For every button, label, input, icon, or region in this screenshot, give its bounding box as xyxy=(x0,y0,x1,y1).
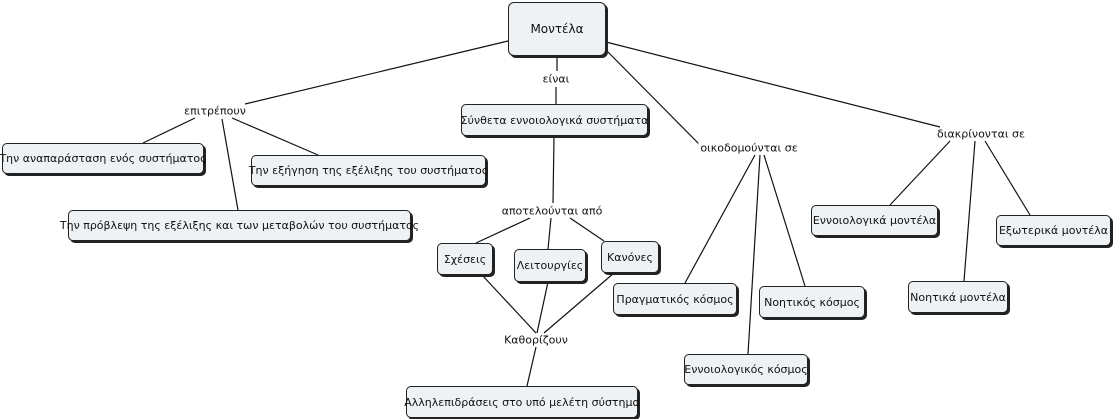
concept-exigisi[interactable]: Την εξήγηση της εξέλιξης του συστήματος xyxy=(248,155,489,186)
edge-root-diakrinontai xyxy=(605,41,941,128)
edge-kathorizoun-allilepidraseis xyxy=(526,346,537,387)
concept-sxeseis[interactable]: Σχέσεις xyxy=(437,243,493,275)
link-oikodomountai: οικοδομούνται σε xyxy=(698,141,800,155)
concept-label: Αλληλεπιδράσεις στο υπό μελέτη σύστημα xyxy=(404,395,640,409)
concept-exoterika-montela[interactable]: Εξωτερικά μοντέλα xyxy=(996,215,1111,246)
link-kathorizoun: Καθορίζουν xyxy=(502,333,570,347)
edge-root-oikodomountai xyxy=(605,49,701,146)
concept-label: Εννοιολογικός κόσμος xyxy=(684,363,808,376)
concept-noitika-montela[interactable]: Νοητικά μοντέλα xyxy=(908,281,1008,313)
concept-label: Εξωτερικά μοντέλα xyxy=(998,224,1108,237)
link-apoteloun: αποτελούνται από xyxy=(499,204,605,218)
concept-label: Νοητικός κόσμος xyxy=(764,295,860,309)
concept-label: Κανόνες xyxy=(607,250,653,264)
edge-diakrinontai-ennoiologika xyxy=(889,140,951,206)
concept-label: Σύνθετα εννοιολογικά συστήματα xyxy=(460,113,649,127)
concept-allilepidraseis[interactable]: Αλληλεπιδράσεις στο υπό μελέτη σύστημα xyxy=(404,386,640,418)
edge-epitrepoun-anaparastasi xyxy=(142,117,196,144)
concept-label: Την πρόβλεψη της εξέλιξης και των μεταβο… xyxy=(59,219,420,232)
concept-pragmatikos[interactable]: Πραγματικός κόσμος xyxy=(613,283,737,315)
concept-syntheta[interactable]: Σύνθετα εννοιολογικά συστήματα xyxy=(461,104,648,136)
edge-oikodomountai-pragmatikos xyxy=(684,154,756,284)
edge-leitourgies-kathorizoun xyxy=(536,281,549,334)
concept-label: Σχέσεις xyxy=(443,252,487,266)
concept-kanones[interactable]: Κανόνες xyxy=(601,241,659,273)
edge-syntheta-apoteloun xyxy=(552,135,555,204)
concept-label: Νοητικά μοντέλα xyxy=(910,290,1006,304)
concept-label: Λειτουργίες xyxy=(516,259,584,272)
edge-epitrepoun-exigisi xyxy=(231,117,319,156)
root-node-label: Μοντέλα xyxy=(530,22,584,36)
concept-label: Πραγματικός κόσμος xyxy=(616,292,734,306)
edge-diakrinontai-exoterika xyxy=(984,140,1031,216)
concept-ennoiologika-montela[interactable]: Εννοιολογικά μοντέλα xyxy=(811,205,938,236)
edge-oikodomountai-noitikos xyxy=(763,154,806,287)
edge-root-epitrepoun xyxy=(244,40,509,105)
edge-diakrinontai-noitika xyxy=(963,140,976,282)
edge-apoteloun-leitourgies xyxy=(547,217,552,250)
concept-anaparastasi[interactable]: Την αναπαράσταση ενός συστήματος xyxy=(0,143,207,174)
edge-apoteloun-kanones xyxy=(569,217,605,242)
edge-sxeseis-kathorizoun xyxy=(481,274,537,334)
concept-ennoiologikos-kosmos[interactable]: Εννοιολογικός κόσμος xyxy=(684,354,808,385)
edge-apoteloun-sxeseis xyxy=(475,217,531,244)
edge-epitrepoun-provlepsi xyxy=(221,118,239,211)
concept-noitikos-kosmos[interactable]: Νοητικός κόσμος xyxy=(759,286,865,318)
concept-leitourgies[interactable]: Λειτουργίες xyxy=(514,249,586,282)
concept-label: Την εξήγηση της εξέλιξης του συστήματος xyxy=(248,164,489,177)
link-diakrinontai: διακρίνονται σε xyxy=(935,127,1027,141)
edge-oikodomountai-ennoiologikos xyxy=(747,154,761,355)
root-node-montela[interactable]: Μοντέλα xyxy=(508,2,606,56)
concept-label: Την αναπαράσταση ενός συστήματος xyxy=(0,152,207,165)
link-epitrepoun: επιτρέπουν xyxy=(182,104,248,118)
edge-kanones-kathorizoun xyxy=(543,272,615,334)
concept-label: Εννοιολογικά μοντέλα xyxy=(812,214,937,227)
concept-provlepsi[interactable]: Την πρόβλεψη της εξέλιξης και των μεταβο… xyxy=(60,210,419,241)
link-einai: είναι xyxy=(540,72,572,86)
